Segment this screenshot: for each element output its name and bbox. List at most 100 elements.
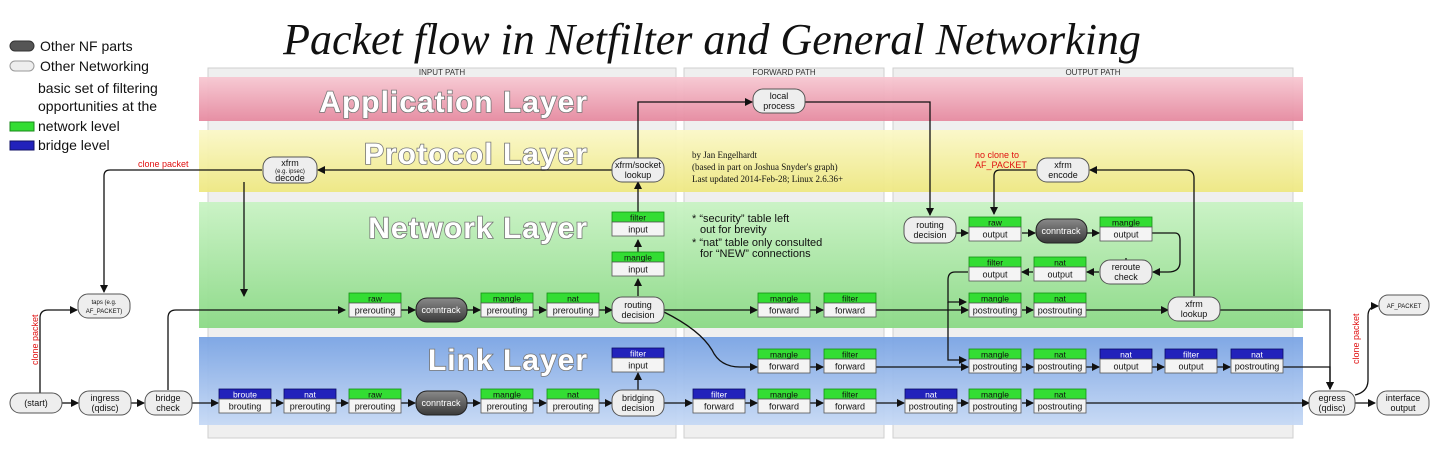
hook-table-label: nat [304, 390, 316, 400]
hook-chain-body [1099, 358, 1153, 374]
hook-table-label: mangle [981, 294, 1009, 304]
hook-chain-body [611, 221, 665, 237]
hook-chain-label: input [628, 361, 648, 371]
hook-chain-body [1033, 358, 1087, 374]
start-node [9, 392, 63, 414]
page-title: Packet flow in Netfilter and General Net… [282, 15, 1141, 64]
hook-table-label: nat [1120, 350, 1132, 360]
hook-chain-body [218, 398, 272, 414]
egress-label-2: (qdisc) [1318, 403, 1345, 413]
hook-chain-body [1230, 358, 1284, 374]
hook-chain-body [1033, 398, 1087, 414]
hook-table-label: mangle [981, 350, 1009, 360]
notes: by Jan Engelhardt (based in part on Josh… [30, 150, 1361, 365]
hook-chain-body [757, 358, 811, 374]
xfrm-encode-label-2: encode [1048, 170, 1078, 180]
hook-chain-body [546, 302, 600, 318]
network-layer-title: Network Layer [368, 212, 588, 245]
hook-chain-label: prerouting [355, 402, 396, 412]
xfrm-lookup-label-1: xfrm [1185, 299, 1203, 309]
hook-table-label: mangle [770, 390, 798, 400]
hook-table-label: mangle [493, 294, 521, 304]
hook-chain-label: postrouting [909, 402, 954, 412]
credit-line-2: (based in part on Joshua Snyder's graph) [692, 162, 838, 172]
hook-chain-label: postrouting [973, 306, 1018, 316]
taps-label-2: AF_PACKET) [86, 309, 123, 315]
hook-chain-body [348, 398, 402, 414]
conntrack-net-label: conntrack [421, 305, 461, 315]
credit-line-3: Last updated 2014-Feb-28; Linux 2.6.36+ [692, 174, 843, 184]
bridging-decision-node [611, 389, 665, 417]
routing-decision-output-label-2: decision [913, 230, 946, 240]
hook-chain-label: forward [769, 306, 799, 316]
hook-table-label: filter [842, 390, 858, 400]
hook-nat-output: nat output [1033, 256, 1087, 282]
legend-basic-2: opportunities at the [38, 98, 157, 114]
taps-node [77, 293, 131, 319]
hook-chain-label: postrouting [973, 402, 1018, 412]
hook-table-label: nat [567, 294, 579, 304]
bridging-decision-label-1: bridging [622, 393, 654, 403]
hook-chain-label: postrouting [1038, 362, 1083, 372]
hook-chain-body [283, 398, 337, 414]
hook-table-label: nat [567, 390, 579, 400]
hook-chain-body [611, 261, 665, 277]
bridge-check-label-1: bridge [155, 393, 180, 403]
legend-swatch-blue [9, 140, 35, 151]
reroute-check-label-2: check [1114, 272, 1138, 282]
conntrack-nodes: conntrack conntrack conntrack [415, 218, 1088, 416]
af-packet-node [1378, 294, 1430, 316]
tables-note-3: * “nat” table only consulted [692, 237, 822, 249]
hook-chain-body [546, 398, 600, 414]
xfrm-lookup-node [1167, 296, 1221, 322]
tables-note-4: for “NEW” connections [700, 248, 811, 260]
hook-table-label: filter [630, 349, 646, 359]
hook-chain-label: prerouting [290, 402, 331, 412]
xfrm-socket-node [611, 157, 665, 183]
hook-chain-label: forward [704, 402, 734, 412]
hook-chain-label: output [1047, 270, 1073, 280]
hook-chain-body [1033, 266, 1087, 282]
hook-chain-label: forward [835, 402, 865, 412]
conntrack-link-node [415, 390, 468, 416]
hook-chain-body [823, 358, 877, 374]
xfrm-lookup-label-2: lookup [1181, 309, 1208, 319]
conntrack-output-node [1035, 218, 1088, 244]
hook-chain-body [968, 358, 1022, 374]
hook-chain-body [904, 398, 958, 414]
hook-table-label: nat [1054, 258, 1066, 268]
hook-mangle-postrouting-net: mangle postrouting [968, 292, 1022, 318]
legend: Other NF parts Other Networking basic se… [9, 38, 158, 153]
hook-chain-label: postrouting [1038, 402, 1083, 412]
hook-chain-body [823, 302, 877, 318]
hook-table-label: nat [1251, 350, 1263, 360]
routing-decision-output-node [903, 216, 957, 244]
hook-chain-body [757, 302, 811, 318]
hook-chain-body [968, 302, 1022, 318]
local-process-label-2: process [763, 101, 795, 111]
hook-chain-label: input [628, 225, 648, 235]
hook-table-label: filter [842, 350, 858, 360]
hook-chain-label: brouting [229, 402, 262, 412]
hook-chain-body [480, 398, 534, 414]
reroute-check-label-1: reroute [1112, 262, 1141, 272]
hook-chain-body [348, 302, 402, 318]
tables-note-1: * “security” table left [692, 213, 789, 225]
hook-table-label: filter [842, 294, 858, 304]
